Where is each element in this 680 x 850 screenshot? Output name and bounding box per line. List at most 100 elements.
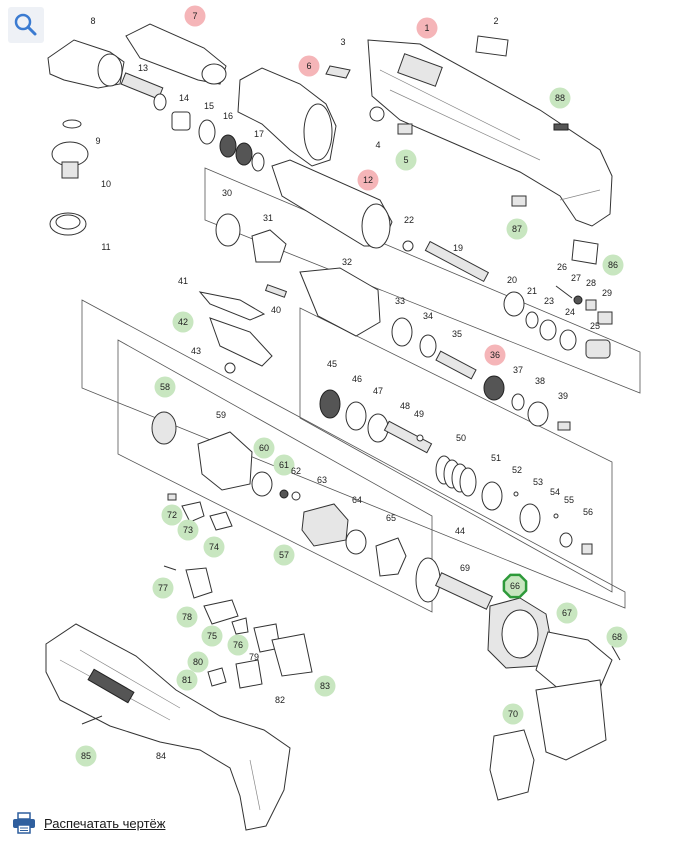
part-3 (325, 65, 351, 79)
magnifier-icon (14, 13, 37, 36)
callout-80-label: 80 (193, 657, 203, 667)
search-button[interactable] (8, 7, 44, 43)
callout-32-label: 32 (342, 257, 352, 267)
callout-36-label: 36 (490, 350, 500, 360)
callout-72[interactable]: 72 (161, 504, 183, 526)
callout-80[interactable]: 80 (187, 651, 209, 673)
callout-58-label: 58 (160, 382, 170, 392)
callout-66[interactable]: 66 (502, 573, 528, 599)
callout-64: 64 (352, 495, 362, 505)
part-48 (383, 420, 433, 454)
callout-72-highlight (161, 504, 183, 526)
callout-58[interactable]: 58 (154, 376, 176, 398)
callout-28: 28 (586, 278, 596, 288)
callout-6[interactable]: 6 (298, 55, 320, 77)
callout-74[interactable]: 74 (203, 536, 225, 558)
callout-88[interactable]: 88 (549, 87, 571, 109)
callout-42[interactable]: 42 (172, 311, 194, 333)
callout-82: 82 (275, 695, 285, 705)
part-33 (391, 317, 413, 347)
callout-43-label: 43 (191, 346, 201, 356)
callout-70[interactable]: 70 (502, 703, 524, 725)
part-52 (513, 491, 519, 497)
callout-60-label: 60 (259, 443, 269, 453)
part-21 (525, 311, 539, 329)
callout-87[interactable]: 87 (506, 218, 528, 240)
part-47 (367, 413, 389, 443)
callout-44: 44 (455, 526, 465, 536)
callout-59: 59 (216, 410, 226, 420)
part-82 (235, 659, 263, 689)
callout-51-label: 51 (491, 453, 501, 463)
part-58 (151, 411, 177, 445)
callout-61[interactable]: 61 (273, 454, 295, 476)
callout-27-label: 27 (571, 273, 581, 283)
callout-19-label: 19 (453, 243, 463, 253)
callout-80-highlight (187, 651, 209, 673)
part-70-terminal (489, 729, 535, 801)
callout-34: 34 (423, 311, 433, 321)
callout-88-label: 88 (555, 93, 565, 103)
print-drawing-link[interactable]: Распечатать чертёж (12, 810, 165, 836)
callout-85[interactable]: 85 (75, 745, 97, 767)
callout-5-label: 5 (403, 155, 408, 165)
callout-78[interactable]: 78 (176, 606, 198, 628)
callout-56-label: 56 (583, 507, 593, 517)
callout-81[interactable]: 81 (176, 669, 198, 691)
callout-12[interactable]: 12 (357, 169, 379, 191)
callout-42-label: 42 (178, 317, 188, 327)
callout-42-highlight (172, 311, 194, 333)
part-16b (235, 142, 253, 166)
callout-24-label: 24 (565, 307, 575, 317)
callout-32: 32 (342, 257, 352, 267)
callout-25-label: 25 (590, 321, 600, 331)
callout-17-label: 17 (254, 129, 264, 139)
callout-19: 19 (453, 243, 463, 253)
part-27 (573, 295, 583, 305)
part-37 (511, 393, 525, 411)
part-25 (585, 339, 611, 359)
callout-68[interactable]: 68 (606, 626, 628, 648)
callout-22: 22 (404, 215, 414, 225)
callout-7[interactable]: 7 (184, 5, 206, 27)
callout-23: 23 (544, 296, 554, 306)
callout-8-label: 8 (90, 16, 95, 26)
callout-12-label: 12 (363, 175, 373, 185)
callout-76[interactable]: 76 (227, 634, 249, 656)
callout-5[interactable]: 5 (395, 149, 417, 171)
callout-60[interactable]: 60 (253, 437, 275, 459)
callout-1[interactable]: 1 (416, 17, 438, 39)
part-59 (197, 431, 253, 491)
callout-26-label: 26 (557, 262, 567, 272)
callout-83[interactable]: 83 (314, 675, 336, 697)
callout-67[interactable]: 67 (556, 602, 578, 624)
part-11-ring (49, 212, 87, 236)
part-22 (402, 240, 414, 252)
callout-55: 55 (564, 495, 574, 505)
print-drawing-label[interactable]: Распечатать чертёж (44, 815, 166, 831)
callout-73[interactable]: 73 (177, 519, 199, 541)
callout-57[interactable]: 57 (273, 544, 295, 566)
part-87 (511, 195, 527, 207)
part-69-rotor (415, 557, 493, 610)
part-14 (171, 111, 191, 131)
callout-69: 69 (460, 563, 470, 573)
callout-66-selected-ring (502, 573, 528, 599)
printer-icon (13, 812, 35, 834)
callout-1-highlight (416, 17, 438, 39)
callout-36[interactable]: 36 (484, 344, 506, 366)
callout-61-highlight (273, 454, 295, 476)
callout-6-highlight (298, 55, 320, 77)
callout-47: 47 (373, 386, 383, 396)
callout-15-label: 15 (204, 101, 214, 111)
callout-14: 14 (179, 93, 189, 103)
part-70-controller (535, 679, 607, 761)
callout-77[interactable]: 77 (152, 577, 174, 599)
subassembly-outlines (81, 167, 641, 613)
part-4 (369, 106, 385, 122)
part-76 (231, 617, 249, 635)
callout-85-highlight (75, 745, 97, 767)
callout-86[interactable]: 86 (602, 254, 624, 276)
callout-1-label: 1 (424, 23, 429, 33)
callout-75[interactable]: 75 (201, 625, 223, 647)
